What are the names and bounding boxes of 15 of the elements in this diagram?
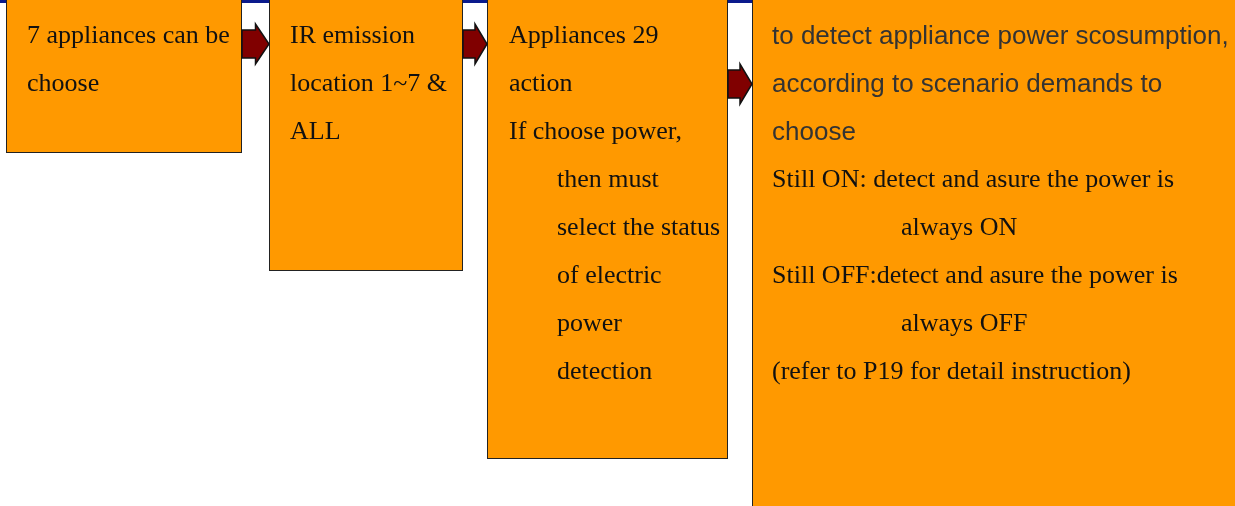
process-box — [487, 0, 728, 459]
box-text: Still OFF:detect and asure the power is always OFF — [772, 259, 1179, 339]
box-text: (refer to P19 for detail instruction) — [772, 355, 1132, 387]
box-text: Still ON: detect and asure the power is always ON — [772, 163, 1176, 243]
box-text: 7 appliances can be choose — [27, 19, 231, 99]
box-text: Appliances 29 action — [509, 19, 660, 99]
box-text: IR emission location 1~7 & ALL — [290, 19, 449, 147]
box-text: If choose power, then must select the status of electric power detection — [509, 115, 721, 387]
block-arrow — [727, 61, 753, 107]
block-arrow — [462, 21, 488, 67]
process-box — [752, 0, 1235, 506]
process-box — [6, 0, 242, 153]
process-box — [269, 0, 463, 271]
block-arrow — [241, 21, 270, 67]
box-text: to detect appliance power scosumption, according to scenario demands to choose — [772, 19, 1230, 148]
